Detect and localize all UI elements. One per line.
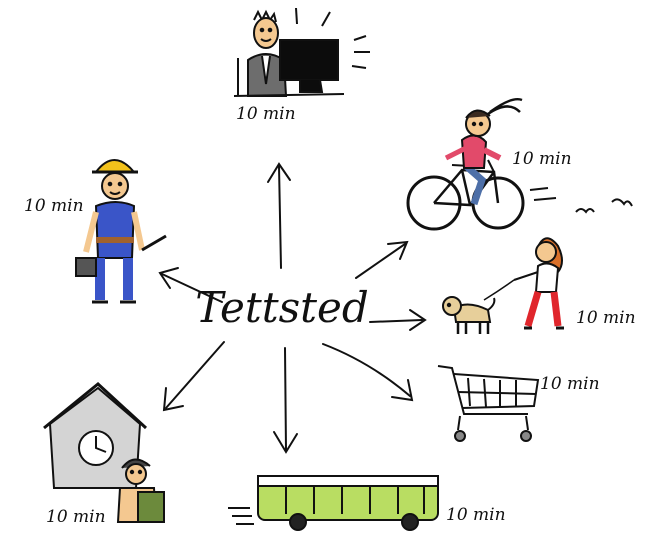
arrow-to-shop: [322, 343, 414, 402]
time-label-office: 10 min: [236, 104, 296, 124]
arrows: [158, 162, 427, 454]
cyclist-icon: [406, 98, 633, 231]
arrow-to-dog-walker: [369, 309, 427, 331]
arrow-to-bus: [273, 347, 298, 454]
arrow-to-office: [267, 162, 291, 269]
center-label: Tettsted: [195, 283, 369, 332]
arrow-to-school: [162, 341, 225, 412]
school-clock-child-icon: [43, 382, 165, 523]
time-label-school: 10 min: [46, 507, 106, 527]
construction-worker-icon: [75, 159, 167, 304]
time-label-cycling: 10 min: [512, 149, 572, 169]
shopping-cart-icon: [437, 365, 540, 442]
dog-walker-icon: [442, 237, 564, 334]
arrow-to-cyclist: [355, 240, 409, 279]
time-label-worker: 10 min: [24, 196, 84, 216]
bus-icon: [228, 475, 439, 531]
arrow-to-worker: [158, 267, 223, 303]
time-label-bus: 10 min: [446, 505, 506, 525]
time-label-shop: 10 min: [540, 374, 600, 394]
office-worker-at-computer-icon: [233, 7, 370, 97]
time-label-dog-walk: 10 min: [576, 308, 636, 328]
